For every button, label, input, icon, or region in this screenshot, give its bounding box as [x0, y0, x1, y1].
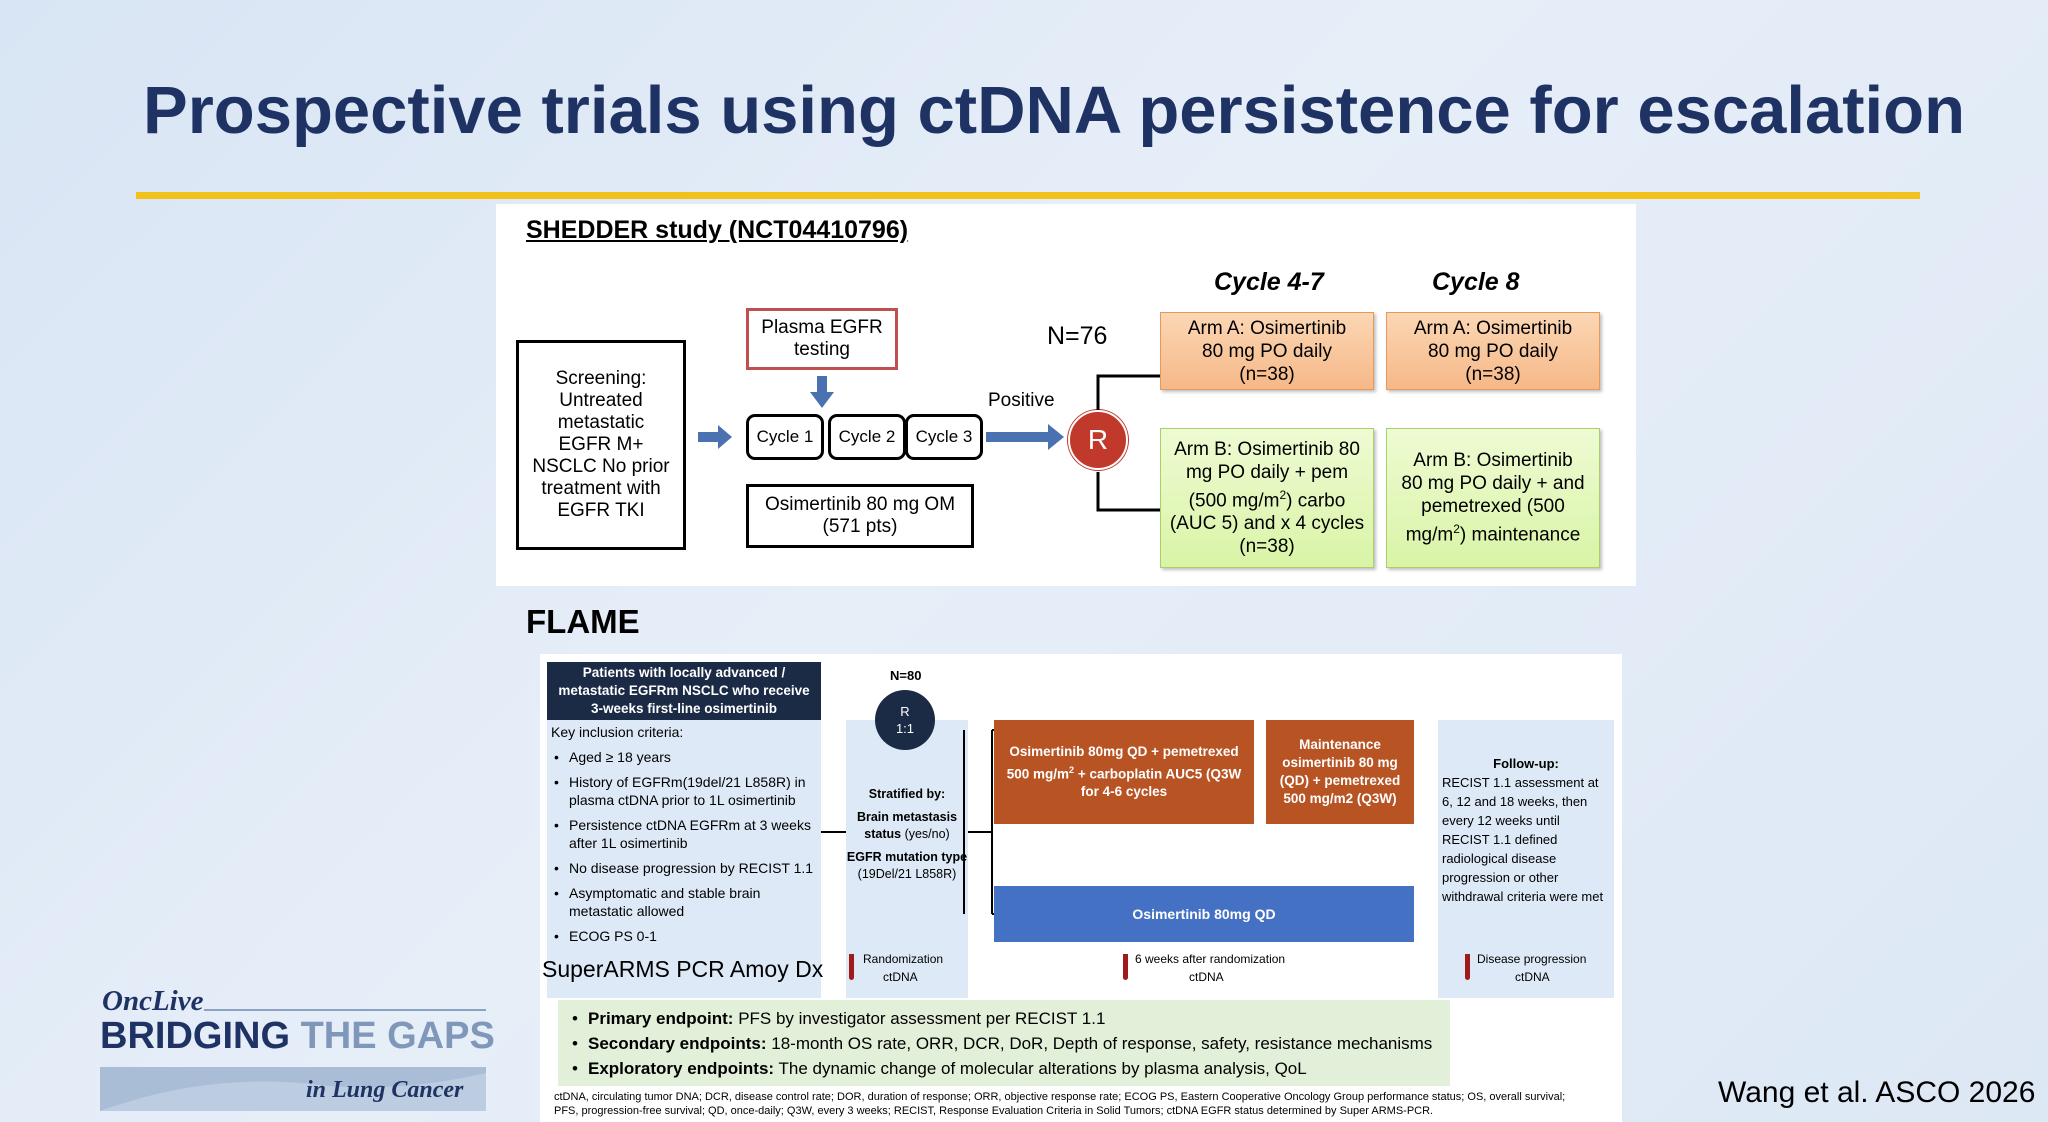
ctdna-point-sub: ctDNA: [883, 970, 918, 984]
page-title: Prospective trials using ctDNA persisten…: [143, 73, 1966, 148]
criteria-item: History of EGFRm(19del/21 L858R) in plas…: [551, 773, 817, 809]
stratified-by-label: Stratified by:: [868, 787, 946, 801]
criteria-item: ECOG PS 0-1: [551, 927, 817, 945]
randomization-circle: R: [1068, 410, 1128, 470]
shedder-heading: SHEDDER study (NCT04410796): [526, 216, 909, 244]
onclive-wordmark: OncLive: [102, 985, 204, 1017]
logo-in-lung-cancer: in Lung Cancer: [306, 1077, 464, 1103]
blood-tube-icon: [1465, 954, 1470, 980]
combination-therapy-box: Osimertinib 80mg QD + pemetrexed 500 mg/…: [994, 720, 1254, 824]
endpoint-text: 18-month OS rate, ORR, DCR, DoR, Depth o…: [766, 1034, 1433, 1053]
n80-label: N=80: [890, 668, 922, 683]
strat-egfr-options: (19Del/21 L858R): [857, 867, 957, 881]
logo-bridging: BRIDGING: [100, 1015, 290, 1057]
endpoint-label: Primary endpoint:: [588, 1009, 734, 1028]
stratification-text: Stratified by: Brain metastasis status (…: [846, 786, 968, 883]
plasma-testing-box: Plasma EGFR testing: [746, 308, 898, 370]
endpoint-item: Secondary endpoints: 18-month OS rate, O…: [566, 1031, 1450, 1056]
osimertinib-qd-box: Osimertinib 80mg QD: [994, 886, 1414, 942]
logo-bridging-line: BRIDGING THE GAPS: [100, 1015, 495, 1058]
ctdna-point-label: Randomization: [863, 952, 944, 966]
flame-panel: Patients with locally advanced / metasta…: [540, 654, 1622, 1122]
criteria-item: Aged ≥ 18 years: [551, 748, 817, 766]
inclusion-criteria-panel: Key inclusion criteria: Aged ≥ 18 years …: [547, 720, 821, 998]
endpoints-panel: Primary endpoint: PFS by investigator as…: [558, 1000, 1450, 1086]
logo-the-gaps: THE GAPS: [300, 1015, 495, 1057]
superarms-label: SuperARMS PCR Amoy Dx: [542, 956, 824, 982]
bridge-graphic-icon: [100, 1067, 486, 1111]
blood-tube-icon: [849, 954, 854, 980]
criteria-item: Persistence ctDNA EGFRm at 3 weeks after…: [551, 816, 817, 852]
ctdna-point-label: Disease progression: [1477, 952, 1587, 966]
arm-b-cycle-8: Arm B: Osimertinib 80 mg PO daily + and …: [1386, 428, 1600, 568]
cycle-4-7-label: Cycle 4-7: [1214, 268, 1324, 296]
key-inclusion-label: Key inclusion criteria:: [551, 724, 684, 740]
stratification-panel: [846, 720, 968, 998]
title-underline: [136, 192, 1920, 199]
maintenance-box: Maintenance osimertinib 80 mg (QD) + pem…: [1266, 720, 1414, 824]
ctdna-point-label: 6 weeks after randomization: [1135, 952, 1286, 966]
criteria-item: Asymptomatic and stable brain metastatic…: [551, 884, 817, 920]
arm-b-cycle-4-7-text-a: Arm B: Osimertinib 80 mg PO daily + pem …: [1174, 438, 1360, 512]
randomization-label: R: [1087, 424, 1109, 455]
randomization-ratio: 1:1: [895, 721, 915, 736]
right-arrow-icon: [986, 424, 1064, 450]
ctdna-marker-randomization: Randomization ctDNA: [849, 952, 1009, 992]
follow-up-title: Follow-up:: [1493, 756, 1559, 771]
n76-label: N=76: [1047, 322, 1108, 350]
strat-egfr-label: EGFR mutation type: [846, 850, 968, 864]
endpoint-text: PFS by investigator assessment per RECIS…: [733, 1009, 1106, 1028]
footnote: ctDNA, circulating tumor DNA; DCR, disea…: [554, 1091, 1566, 1117]
follow-up-text: RECIST 1.1 assessment at 6, 12 and 18 we…: [1442, 775, 1604, 904]
osimertinib-om-label: Osimertinib 80 mg OM: [764, 494, 956, 515]
shedder-panel: SHEDDER study (NCT04410796) Cycle 4-7 Cy…: [496, 204, 1636, 586]
criteria-list: Aged ≥ 18 years History of EGFRm(19del/2…: [551, 748, 817, 945]
cycle-1-box: Cycle 1: [746, 414, 824, 460]
cycle-2-box: Cycle 2: [828, 414, 906, 460]
endpoint-item: Exploratory endpoints: The dynamic chang…: [566, 1056, 1450, 1081]
follow-up-panel: Follow-up: RECIST 1.1 assessment at 6, 1…: [1438, 720, 1614, 998]
positive-label: Positive: [988, 390, 1055, 411]
strat-brain-options: (yes/no): [901, 827, 950, 841]
superscript: 2: [1453, 522, 1460, 537]
endpoint-label: Secondary endpoints:: [588, 1034, 767, 1053]
cycle-3-box: Cycle 3: [905, 414, 983, 460]
cycle-8-label: Cycle 8: [1432, 268, 1520, 296]
citation: Wang et al. ASCO 2026: [1718, 1076, 2036, 1109]
superscript: 2: [1279, 487, 1287, 502]
right-arrow-icon: [698, 425, 732, 449]
strat-brain-label: Brain metastasis status: [856, 810, 958, 841]
ctdna-point-sub: ctDNA: [1189, 970, 1224, 984]
combination-text-a: Osimertinib 80mg QD + pemetrexed 500 mg/…: [1006, 743, 1239, 782]
screening-box: Screening: Untreated metastatic EGFR M+ …: [516, 340, 686, 550]
endpoints-list: Primary endpoint: PFS by investigator as…: [558, 1006, 1450, 1081]
ctdna-marker-progression: Disease progression ctDNA: [1465, 952, 1615, 992]
combination-text-b: + carboplatin AUC5 (Q3W for 4-6 cycles: [1074, 766, 1242, 800]
flame-heading: FLAME: [526, 603, 640, 640]
criteria-item: No disease progression by RECIST 1.1: [551, 859, 817, 877]
randomization-label: R: [900, 704, 910, 719]
endpoint-label: Exploratory endpoints:: [588, 1059, 775, 1078]
arm-b-cycle-4-7: Arm B: Osimertinib 80 mg PO daily + pem …: [1160, 428, 1374, 568]
arm-b-cycle-8-text-a: Arm B: Osimertinib 80 mg PO daily + and …: [1401, 450, 1585, 546]
arm-a-cycle-8: Arm A: Osimertinib 80 mg PO daily (n=38): [1386, 312, 1600, 390]
endpoint-item: Primary endpoint: PFS by investigator as…: [566, 1006, 1450, 1031]
arm-a-cycle-4-7: Arm A: Osimertinib 80 mg PO daily (n=38): [1160, 312, 1374, 390]
arm-b-cycle-4-7-text-b: ) carbo (AUC 5) and x 4 cycles (n=38): [1169, 490, 1365, 558]
osimertinib-om-box: Osimertinib 80 mg OM (571 pts): [746, 484, 974, 548]
ctdna-marker-6-weeks: 6 weeks after randomization ctDNA: [1123, 952, 1323, 992]
randomization-circle: R 1:1: [875, 690, 935, 750]
arm-b-cycle-8-text-b: ) maintenance: [1459, 524, 1581, 546]
logo-rule: [204, 1009, 486, 1011]
superscript: 2: [1069, 764, 1075, 775]
ctdna-point-sub: ctDNA: [1515, 970, 1550, 984]
patients-header: Patients with locally advanced / metasta…: [547, 662, 821, 720]
patients-count: (571 pts): [822, 516, 898, 537]
blood-tube-icon: [1123, 954, 1128, 980]
down-arrow-icon: [810, 376, 834, 408]
endpoint-text: The dynamic change of molecular alterati…: [774, 1059, 1307, 1078]
onclive-logo: OncLive BRIDGING THE GAPS in Lung Cancer: [100, 985, 495, 1115]
